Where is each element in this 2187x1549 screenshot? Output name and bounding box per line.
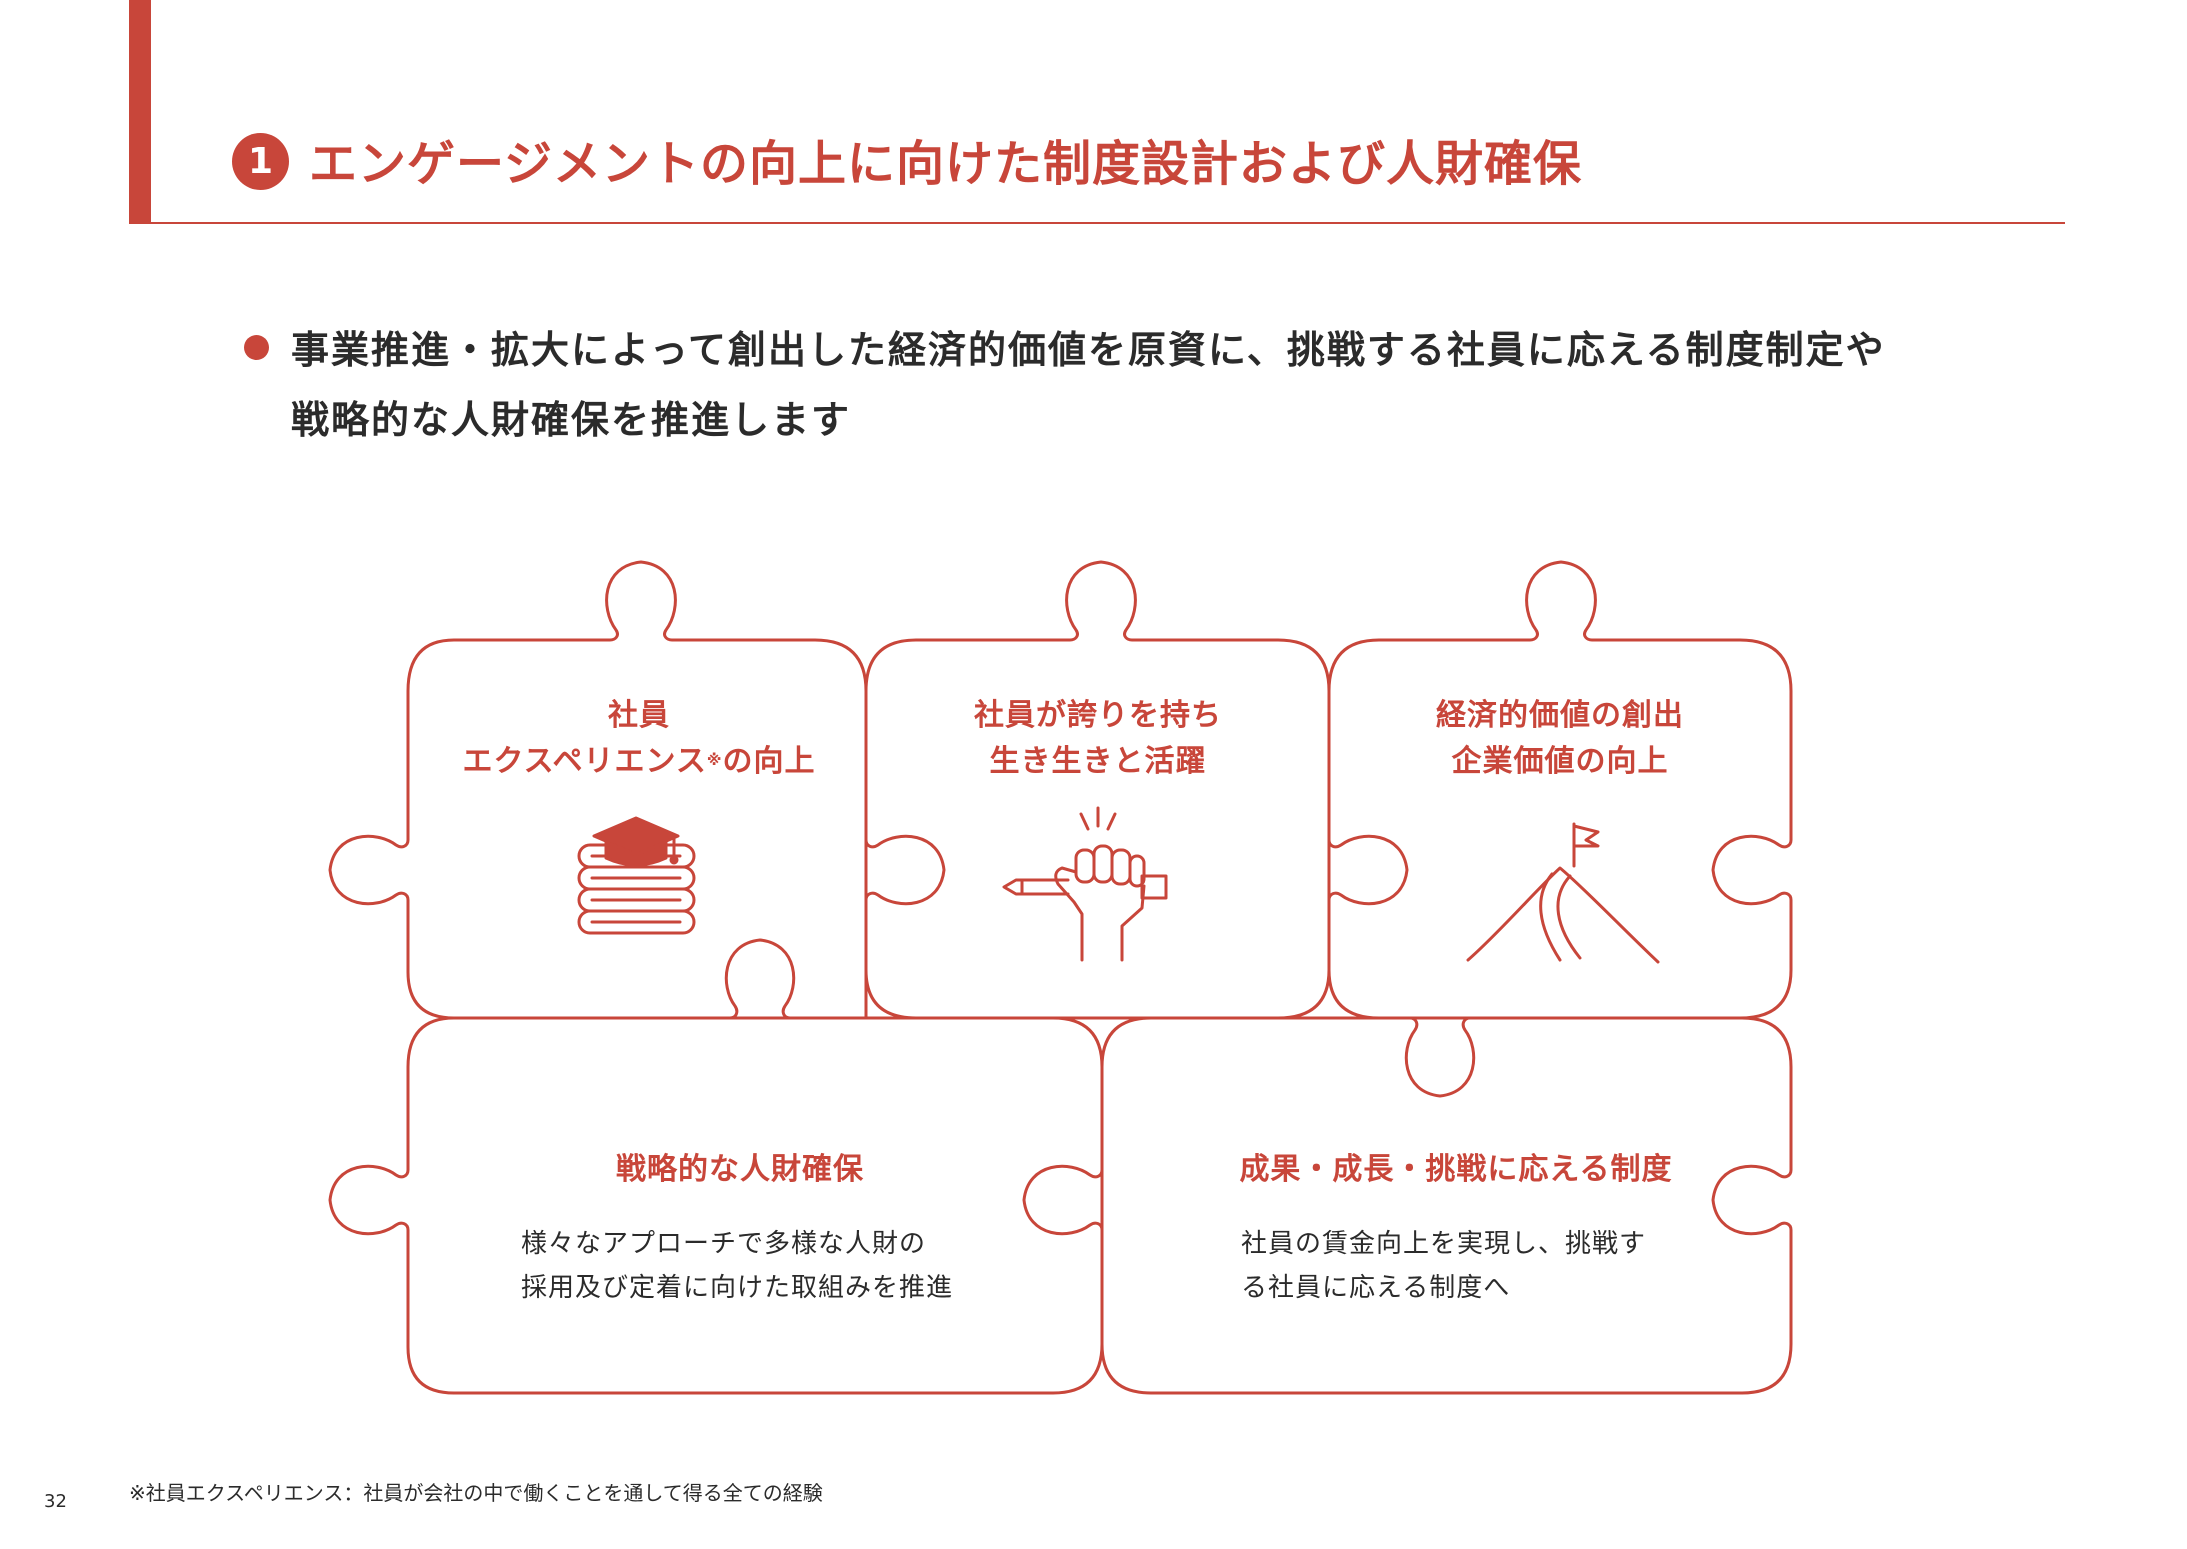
experience-text: エクスペリエンス (462, 744, 707, 779)
puzzle-piece-system (1100, 1016, 1793, 1395)
piece-desc-talent: 様々なアプローチで多様な人財の 採用及び定着に向けた取組みを推進 (521, 1222, 953, 1310)
piece-title-experience-line1: 社員 (608, 698, 670, 733)
footnote: ※社員エクスペリエンス：社員が会社の中で働くことを通して得る全ての経験 (129, 1481, 823, 1505)
piece-title-experience: 社員 エクスペリエンス※の向上 (445, 693, 833, 785)
graduation-books-icon (577, 816, 696, 935)
piece-desc-talent-line1: 様々なアプローチで多様な人財の (521, 1229, 927, 1259)
mountain-flag-icon (1466, 822, 1660, 964)
page-number: 32 (44, 1491, 67, 1512)
page-title: エンゲージメントの向上に向けた制度設計および人財確保 (309, 136, 1583, 192)
piece-title-experience-line2: エクスペリエンス※の向上 (445, 739, 833, 785)
bullet-dot (244, 335, 269, 360)
fist-pencil-icon (1002, 806, 1168, 962)
footnote-mark: ※ (706, 751, 723, 769)
piece-desc-system: 社員の賃金向上を実現し、挑戦す る社員に応える制度へ (1241, 1222, 1646, 1310)
piece-title-value: 経済的価値の創出 企業価値の向上 (1360, 693, 1760, 785)
piece-desc-system-line2: る社員に応える制度へ (1241, 1273, 1511, 1303)
piece-title-pride-line1: 社員が誇りを持ち (974, 698, 1222, 733)
puzzle-piece-experience (328, 560, 868, 1020)
puzzle-piece-pride (864, 560, 1331, 1020)
piece-title-talent: 戦略的な人財確保 (616, 1152, 864, 1187)
piece-desc-system-line1: 社員の賃金向上を実現し、挑戦す (1241, 1229, 1647, 1259)
piece-desc-talent-line2: 採用及び定着に向けた取組みを推進 (521, 1273, 954, 1303)
title-underline (151, 222, 2065, 224)
puzzle-piece-value (1327, 560, 1793, 1020)
piece-title-pride-line2: 生き生きと活躍 (989, 744, 1207, 779)
experience-tail: の向上 (722, 744, 816, 779)
puzzle-piece-talent (328, 1016, 1104, 1395)
lead-line-1: 事業推進・拡大によって創出した経済的価値を原資に、挑戦する社員に応える制度制定や (291, 328, 1886, 372)
piece-title-pride: 社員が誇りを持ち 生き生きと活躍 (898, 693, 1298, 785)
piece-title-system: 成果・成長・挑戦に応える制度 (1239, 1152, 1673, 1187)
piece-title-value-line2: 企業価値の向上 (1451, 744, 1669, 779)
piece-title-value-line1: 経済的価値の創出 (1436, 698, 1684, 733)
lead-text: 事業推進・拡大によって創出した経済的価値を原資に、挑戦する社員に応える制度制定や… (291, 315, 1886, 455)
section-number-badge: 1 (232, 133, 289, 190)
lead-line-2: 戦略的な人財確保を推進します (291, 398, 852, 442)
accent-bar (129, 0, 151, 224)
